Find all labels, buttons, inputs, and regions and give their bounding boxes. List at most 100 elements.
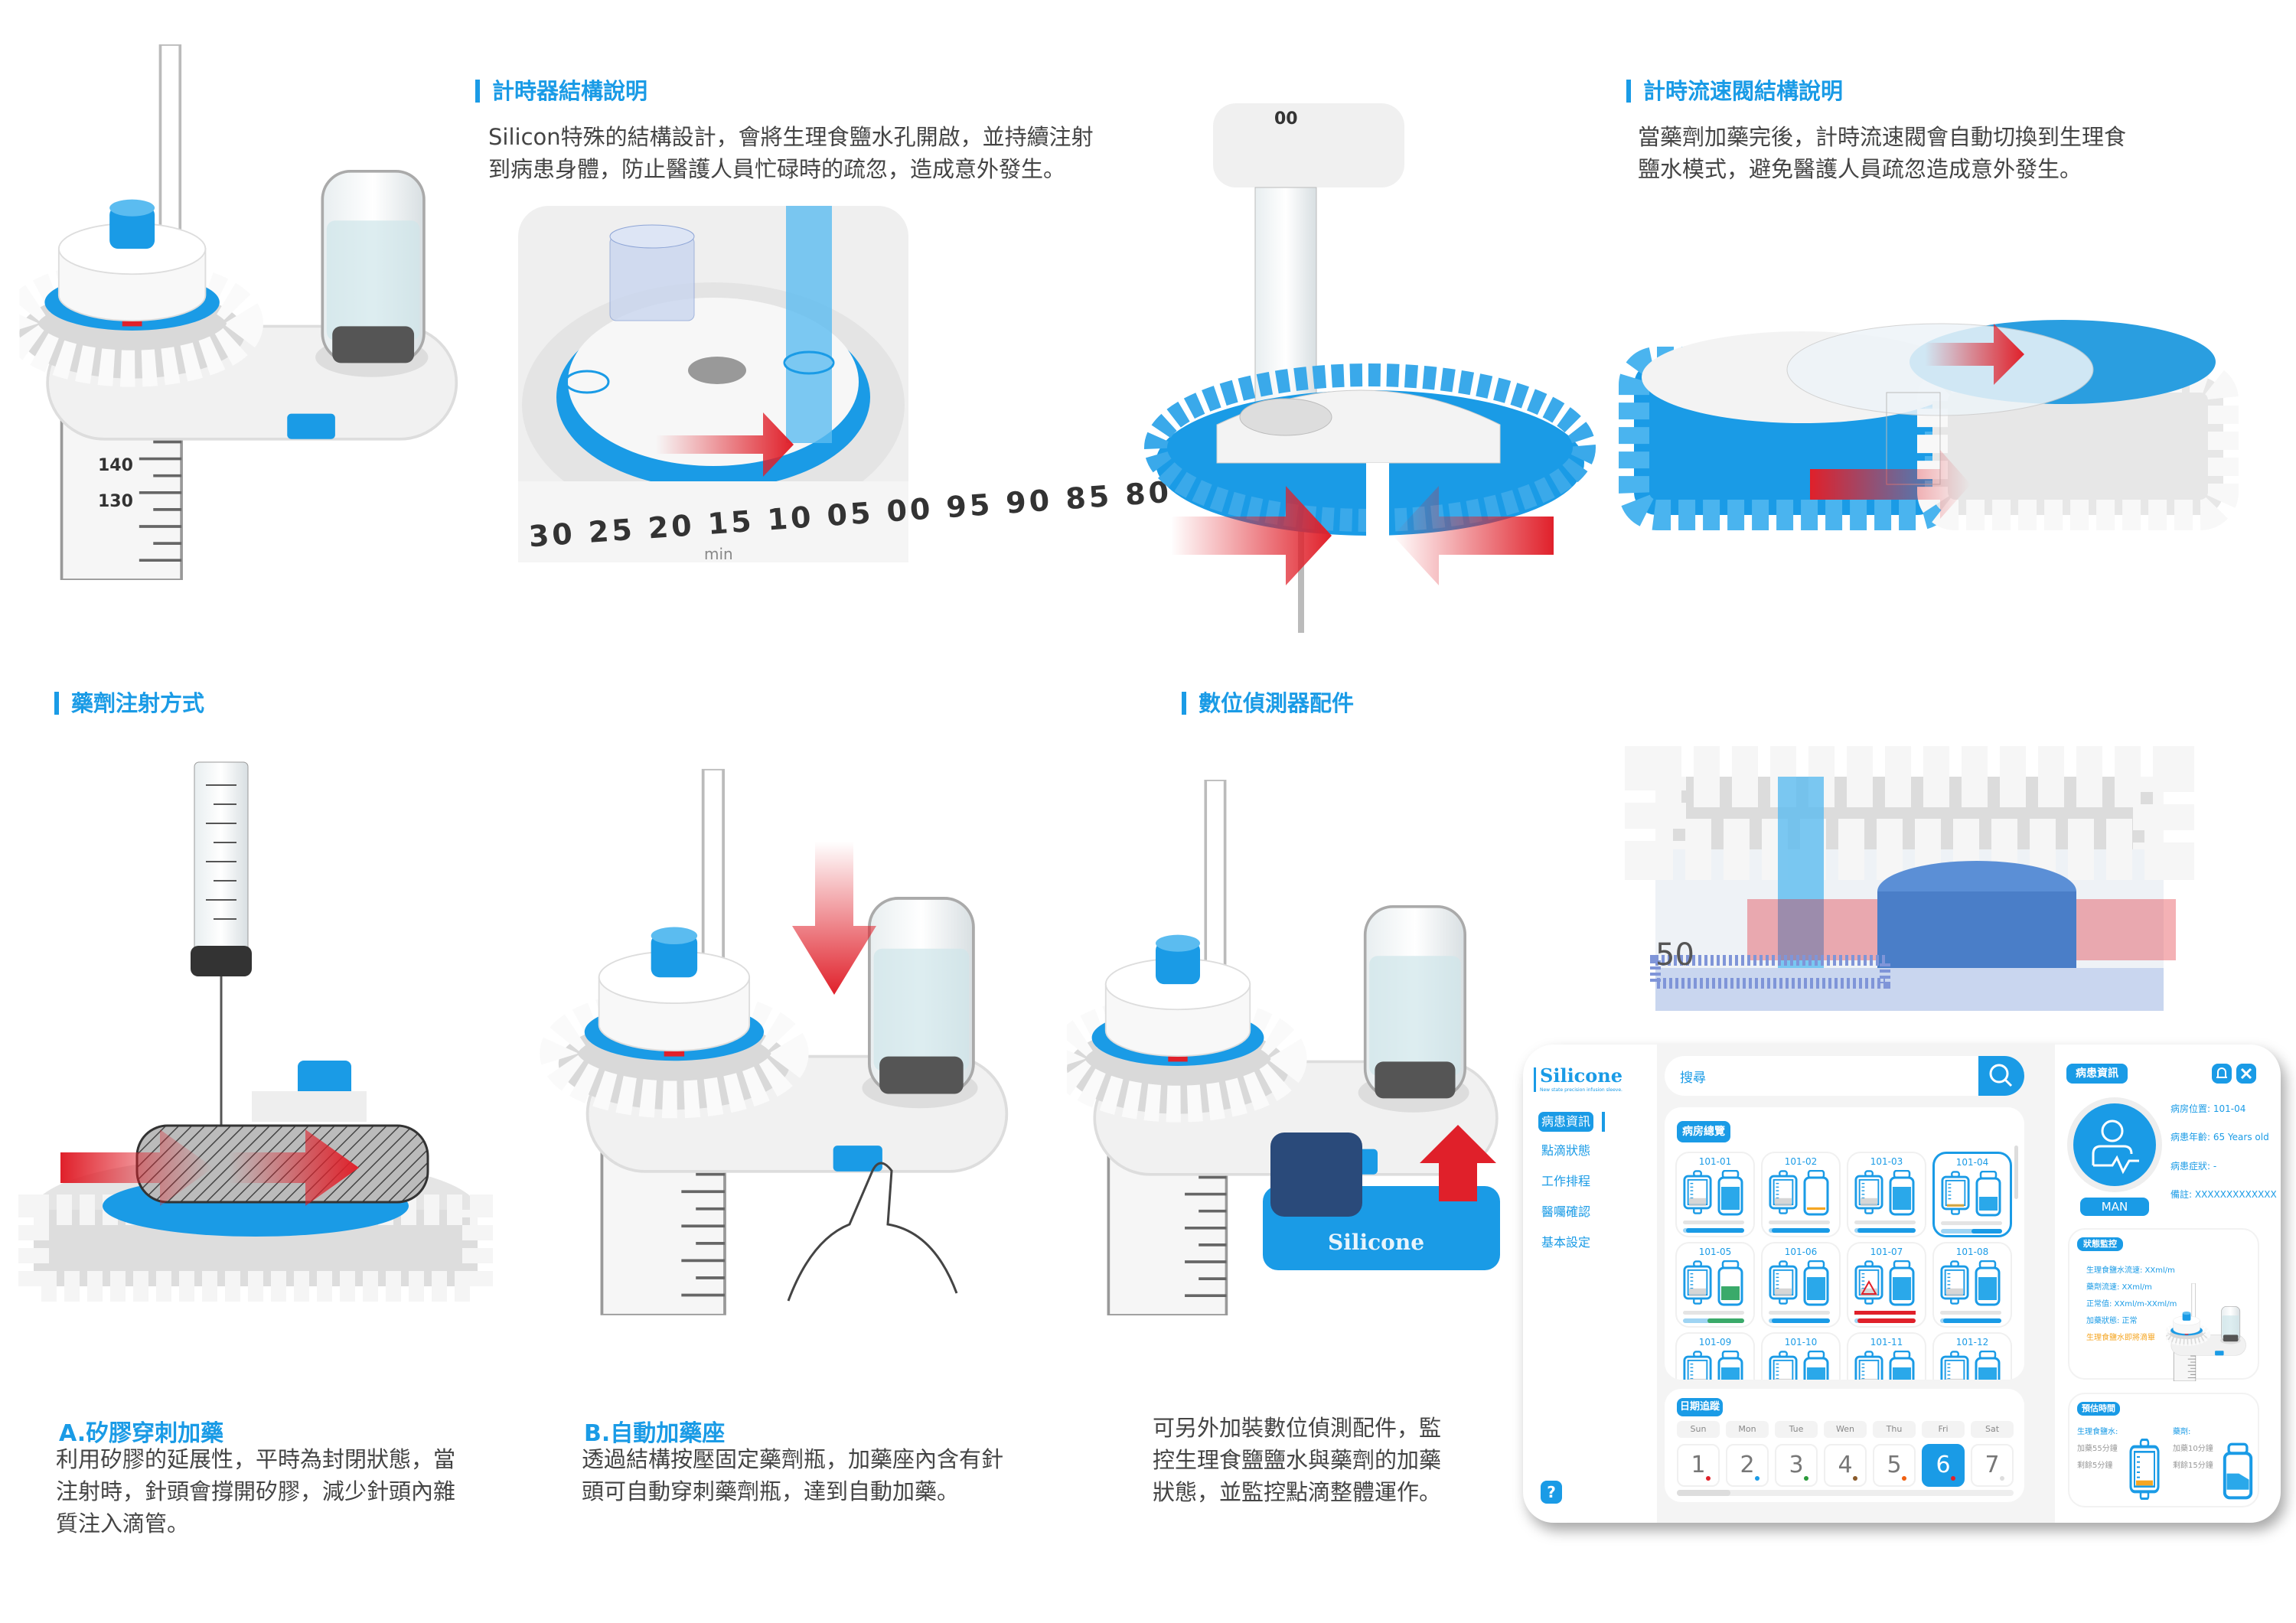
- infusion-progress-fill: [1707, 1318, 1744, 1323]
- saline-elapsed: 加藥55分鐘: [2077, 1445, 2118, 1453]
- date-status-dot: [1853, 1476, 1857, 1481]
- close-button[interactable]: [2236, 1064, 2256, 1084]
- body-line: 到病患身體，防止醫護人員忙碌時的疏忽，造成意外發生。: [488, 156, 1066, 182]
- drug-bottle-icon: [1717, 1351, 1743, 1380]
- drug-bottle-icon: [2223, 1442, 2253, 1500]
- room-card-101-12[interactable]: 101-12: [1932, 1332, 2012, 1380]
- room-scrollbar[interactable]: [2014, 1146, 2018, 1199]
- room-card-101-01[interactable]: 101-01: [1675, 1152, 1755, 1237]
- room-card-101-02[interactable]: 101-02: [1761, 1152, 1841, 1237]
- bell-button[interactable]: [2212, 1064, 2232, 1084]
- timer-closeup-render: [518, 206, 908, 562]
- search-icon: [1989, 1064, 2013, 1087]
- calendar-scrollbar[interactable]: [1677, 1490, 2014, 1496]
- room-card-101-03[interactable]: 101-03: [1847, 1152, 1926, 1237]
- date-status-dot: [1902, 1476, 1906, 1481]
- room-infusion-status-icon: [1683, 1260, 1744, 1323]
- search-button[interactable]: [1978, 1056, 2024, 1096]
- drug-bottle-icon: [1803, 1260, 1829, 1306]
- room-card-101-10[interactable]: 101-10: [1761, 1332, 1841, 1380]
- nav-orders[interactable]: 醫囑確認: [1541, 1204, 1590, 1219]
- weekday-label: Wen: [1824, 1421, 1867, 1438]
- search-input[interactable]: 搜尋: [1680, 1071, 1706, 1086]
- bell-icon: [2216, 1067, 2227, 1078]
- calendar-date[interactable]: 5: [1873, 1444, 1916, 1487]
- room-card-101-04[interactable]: 101-04: [1932, 1152, 2012, 1237]
- room-infusion-status-icon: [1940, 1351, 2001, 1380]
- method-a-title: A.矽膠穿刺加藥: [59, 1420, 224, 1447]
- status-dosing: 加藥狀態: 正常: [2086, 1317, 2138, 1325]
- room-infusion-status-icon: [1769, 1351, 1829, 1380]
- room-label: 101-11: [1870, 1337, 1903, 1348]
- closeup-scale-number: 50: [1655, 937, 1694, 973]
- help-button[interactable]: ?: [1541, 1481, 1562, 1504]
- nav-settings[interactable]: 基本設定: [1541, 1235, 1590, 1250]
- infusion-progress-fill: [1686, 1228, 1744, 1233]
- section-title-timer: 計時器結構說明: [475, 80, 647, 103]
- drug-bottle-icon: [1975, 1351, 2001, 1380]
- date-number: 3: [1789, 1452, 1804, 1478]
- room-card-101-05[interactable]: 101-05: [1675, 1242, 1755, 1328]
- date-number: 5: [1887, 1452, 1902, 1478]
- calendar-date[interactable]: 7: [1971, 1444, 2014, 1487]
- weekday-label: Tue: [1775, 1421, 1818, 1438]
- room-card-101-06[interactable]: 101-06: [1761, 1242, 1841, 1328]
- detector-description: 可另外加裝數位偵測配件，監 控生理食鹽鹽水與藥劑的加藥 狀態，並監控點滴整體運作…: [1153, 1412, 1441, 1508]
- room-card-101-11[interactable]: 101-11: [1847, 1332, 1926, 1380]
- room-card-101-09[interactable]: 101-09: [1675, 1332, 1755, 1380]
- weekday-label: Sun: [1677, 1421, 1720, 1438]
- room-card-101-08[interactable]: 101-08: [1932, 1242, 2012, 1328]
- calendar-date[interactable]: 6: [1922, 1444, 1965, 1487]
- body-line: 利用矽膠的延展性，平時為封閉狀態，當: [56, 1446, 456, 1472]
- room-label: 101-01: [1698, 1156, 1732, 1167]
- nav-drip-status[interactable]: 點滴狀態: [1541, 1143, 1590, 1158]
- drug-label: 藥劑:: [2173, 1428, 2191, 1436]
- room-label: 101-10: [1784, 1337, 1818, 1348]
- patient-info-header: 病患資訊: [2066, 1064, 2128, 1084]
- estimate-time-card: 預估時間 生理食鹽水: 加藥55分鐘 剩餘5分鐘 藥劑: 加藥10分鐘 剩餘15…: [2068, 1393, 2259, 1507]
- iv-bag-icon: [1854, 1351, 1883, 1380]
- bag-progress-track: [1683, 1221, 1744, 1224]
- body-line: 當藥劑加藥完後，計時流速閥會自動切換到生理食: [1638, 124, 2127, 150]
- iv-bag-icon: [1940, 1351, 1969, 1380]
- room-card-101-07[interactable]: 101-07: [1847, 1242, 1926, 1328]
- info-symptom: 病患症狀: -: [2170, 1161, 2217, 1172]
- date-status-dot: [1951, 1476, 1955, 1481]
- date-number: 6: [1936, 1452, 1951, 1478]
- body-line: 透過結構按壓固定藥劑瓶，加藥座內含有針: [582, 1446, 1004, 1472]
- drug-elapsed: 加藥10分鐘: [2173, 1445, 2213, 1453]
- room-infusion-status-icon: [1769, 1260, 1830, 1323]
- room-label: 101-04: [1955, 1157, 1989, 1168]
- calendar-date[interactable]: 4: [1824, 1444, 1867, 1487]
- room-infusion-status-icon: [1940, 1260, 2001, 1323]
- calendar-scroll-thumb[interactable]: [1677, 1490, 1730, 1496]
- app-tagline: New state precision infusion sleeve.: [1540, 1087, 1623, 1093]
- iv-bag-icon: [1854, 1170, 1883, 1214]
- patient-gender-badge: MAN: [2080, 1198, 2149, 1216]
- section-body-timer: Silicon特殊的結構設計，會將生理食鹽水孔開啟，並持續注射 到病患身體，防止…: [488, 121, 1094, 185]
- room-infusion-status-icon: [1854, 1260, 1916, 1323]
- weekday-label: Sat: [1971, 1421, 2014, 1438]
- iv-bag-icon: [1683, 1260, 1712, 1305]
- calendar-date[interactable]: 2: [1726, 1444, 1769, 1487]
- method-b-body: 透過結構按壓固定藥劑瓶，加藥座內含有針 頭可自動穿刺藥劑瓶，達到自動加藥。: [582, 1443, 1003, 1507]
- search-bar[interactable]: 搜尋: [1665, 1056, 2024, 1096]
- room-infusion-status-icon: [1854, 1170, 1916, 1233]
- body-line: 質注入滴管。: [56, 1511, 190, 1537]
- patient-avatar: [2067, 1097, 2162, 1192]
- room-label: 101-06: [1784, 1247, 1818, 1257]
- room-infusion-status-icon: [1854, 1351, 1915, 1380]
- date-number: 7: [1985, 1452, 2000, 1478]
- nav-patient-info[interactable]: 病患資訊: [1538, 1112, 1593, 1132]
- drug-bottle-icon: [1803, 1351, 1829, 1380]
- nav-active-indicator: [1602, 1112, 1605, 1132]
- saline-remaining: 剩餘5分鐘: [2077, 1462, 2113, 1470]
- nav-schedule[interactable]: 工作排程: [1541, 1174, 1590, 1188]
- body-line: 可另外加裝數位偵測配件，監: [1153, 1415, 1442, 1441]
- device-thumbnail: [2161, 1283, 2253, 1381]
- section-title-valve: 計時流速閥結構說明: [1626, 80, 1843, 103]
- calendar-date[interactable]: 3: [1775, 1444, 1818, 1487]
- date-number: 4: [1838, 1452, 1853, 1478]
- calendar-date[interactable]: 1: [1677, 1444, 1720, 1487]
